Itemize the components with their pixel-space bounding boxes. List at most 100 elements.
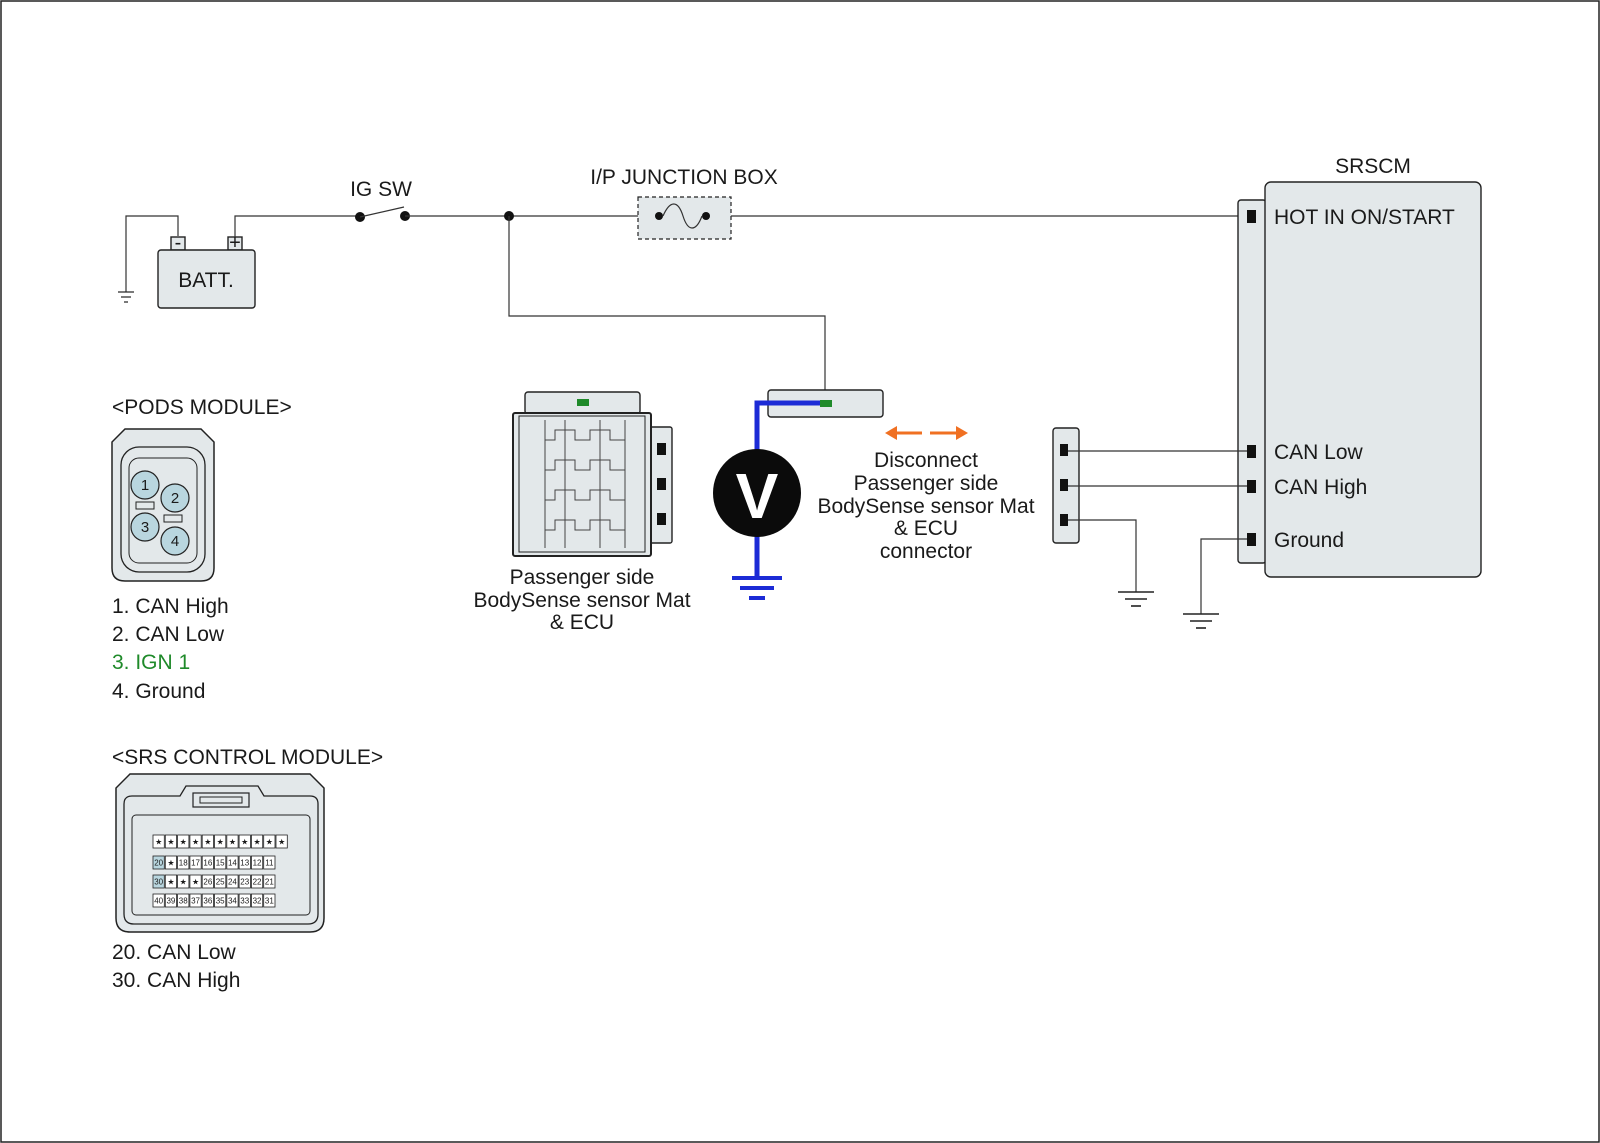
srs-pin-cell-label: 21 xyxy=(265,878,274,887)
srs-pin-cell xyxy=(238,874,251,889)
srs-pin-cell-label: ★ xyxy=(241,838,248,847)
srs-pin-list: 20. CAN Low 30. CAN High xyxy=(112,941,240,992)
srs-pin-cell xyxy=(177,834,190,849)
svg-text:BodySense sensor Mat: BodySense sensor Mat xyxy=(473,589,690,612)
srs-module-title: <SRS CONTROL MODULE> xyxy=(112,746,383,769)
srs-pin-cell-label: 20 xyxy=(154,859,163,868)
srs-pin-cell-label: 12 xyxy=(253,859,262,868)
srs-pin-cell-label: ★ xyxy=(266,838,273,847)
srs-pin-cell xyxy=(214,855,227,870)
srs-pin-cell xyxy=(152,893,165,908)
srs-pin-cell-label: 25 xyxy=(216,878,225,887)
srs-pin-cell xyxy=(214,834,227,849)
svg-text:& ECU: & ECU xyxy=(894,517,958,540)
srs-pin-cell xyxy=(238,855,251,870)
srs-pin-cell-label: ★ xyxy=(155,838,162,847)
srscm-connector-strip xyxy=(1237,199,1267,564)
srs-pin-cell-label: 24 xyxy=(228,878,237,887)
srs-pin-cell-label: ★ xyxy=(180,838,187,847)
srs-pin-cell-label: 38 xyxy=(179,897,188,906)
srs-pin-cell-label: ★ xyxy=(217,838,224,847)
srs-pin-cell xyxy=(250,893,264,908)
ig-sw-label: IG SW xyxy=(350,178,412,201)
srscm-title: SRSCM xyxy=(1335,155,1411,178)
srs-pin-cell xyxy=(226,855,239,870)
battery-plus-sign: + xyxy=(229,232,241,254)
srs-pin-cell xyxy=(263,855,276,870)
srs-pin-cell xyxy=(238,893,251,908)
srs-pin-cell-label: 34 xyxy=(228,897,237,906)
srs-pin-cell-label: ★ xyxy=(167,878,174,887)
harness-connector xyxy=(1052,427,1080,544)
ignition-switch: IG SW xyxy=(350,178,412,222)
srs-pin-cell-label: ★ xyxy=(167,838,174,847)
battery-ground-icon xyxy=(118,291,134,303)
srs-pin-cell xyxy=(177,893,190,908)
srscm-ground-wire xyxy=(1200,538,1247,614)
pods-ecu-caption: Passenger side BodySense sensor Mat & EC… xyxy=(473,566,690,634)
probe-pin xyxy=(820,400,832,407)
svg-text:connector: connector xyxy=(880,540,972,563)
srs-pin-cell xyxy=(250,834,264,849)
srs-pin-cell xyxy=(214,874,227,889)
fuse-icon xyxy=(662,203,703,229)
pods-pin-item: 2. CAN Low xyxy=(112,623,225,646)
srscm-pin-ground: Ground xyxy=(1274,529,1344,552)
srs-pin-cell xyxy=(152,834,165,849)
harness-ground-icon xyxy=(1118,591,1154,607)
srs-pin-cell xyxy=(263,874,276,889)
srs-pin-cell xyxy=(164,834,178,849)
srs-pin-cell xyxy=(226,893,239,908)
srs-pin-item: 30. CAN High xyxy=(112,969,240,992)
srs-pin-cell-label: 18 xyxy=(179,859,188,868)
srs-pin-cell xyxy=(263,893,276,908)
svg-text:Disconnect: Disconnect xyxy=(874,449,978,472)
pods-module-title: <PODS MODULE> xyxy=(112,396,292,419)
srs-pin-cell xyxy=(164,855,178,870)
srs-pin-cell-label: 13 xyxy=(240,859,249,868)
srs-pin-cell-label: 35 xyxy=(216,897,225,906)
srs-pin-cell xyxy=(226,834,239,849)
srs-pin-cell xyxy=(201,834,214,849)
pods-module-connector: 1 2 3 4 xyxy=(111,428,215,582)
disconnect-note: Disconnect Passenger side BodySense sens… xyxy=(817,449,1034,563)
srs-pin-cell xyxy=(201,893,214,908)
pods-pin-item-highlight: 3. IGN 1 xyxy=(112,651,190,674)
srs-pin-cell xyxy=(214,893,227,908)
junction-box-label: I/P JUNCTION BOX xyxy=(590,166,777,189)
battery-minus-sign: - xyxy=(175,232,182,254)
srs-pin-cell xyxy=(226,874,239,889)
srs-pin-cell-label: 15 xyxy=(216,859,225,868)
srs-pin-cell xyxy=(189,893,202,908)
srs-pin-cell-label: 14 xyxy=(228,859,237,868)
srs-pin-cell xyxy=(263,834,276,849)
srs-pin-cell xyxy=(164,874,178,889)
srs-pin-cell xyxy=(189,855,202,870)
srs-pin-cell-label: 40 xyxy=(154,897,163,906)
srs-pin-cell-label: 36 xyxy=(203,897,212,906)
srs-pin-cell xyxy=(275,834,288,849)
srscm-pin-can-low: CAN Low xyxy=(1274,441,1364,464)
voltmeter: V xyxy=(713,449,801,537)
disconnect-arrows-icon xyxy=(885,426,968,440)
measure-ground-icon xyxy=(732,576,782,600)
srs-pin-cell-label: 22 xyxy=(253,878,262,887)
srs-pin-cell xyxy=(177,874,190,889)
pods-pin-list: 1. CAN High 2. CAN Low 3. IGN 1 4. Groun… xyxy=(112,595,229,703)
srs-pin-cell xyxy=(152,874,165,889)
svg-text:& ECU: & ECU xyxy=(550,611,614,634)
svg-text:BodySense sensor Mat: BodySense sensor Mat xyxy=(817,495,1034,518)
battery-body xyxy=(157,249,256,309)
srs-pin-cell-label: 37 xyxy=(191,897,200,906)
srs-pin-cell-label: 11 xyxy=(265,859,274,868)
srs-pin-cell xyxy=(250,874,264,889)
harness-ground-wire xyxy=(1068,519,1137,592)
srs-pin-cell-label: 17 xyxy=(191,859,200,868)
srscm-ground-icon xyxy=(1183,613,1219,629)
voltmeter-symbol: V xyxy=(736,460,779,532)
srs-pin-cell-label: ★ xyxy=(204,838,211,847)
srs-pin-cell-label: 33 xyxy=(240,897,249,906)
srs-pin-cell-label: ★ xyxy=(192,878,199,887)
